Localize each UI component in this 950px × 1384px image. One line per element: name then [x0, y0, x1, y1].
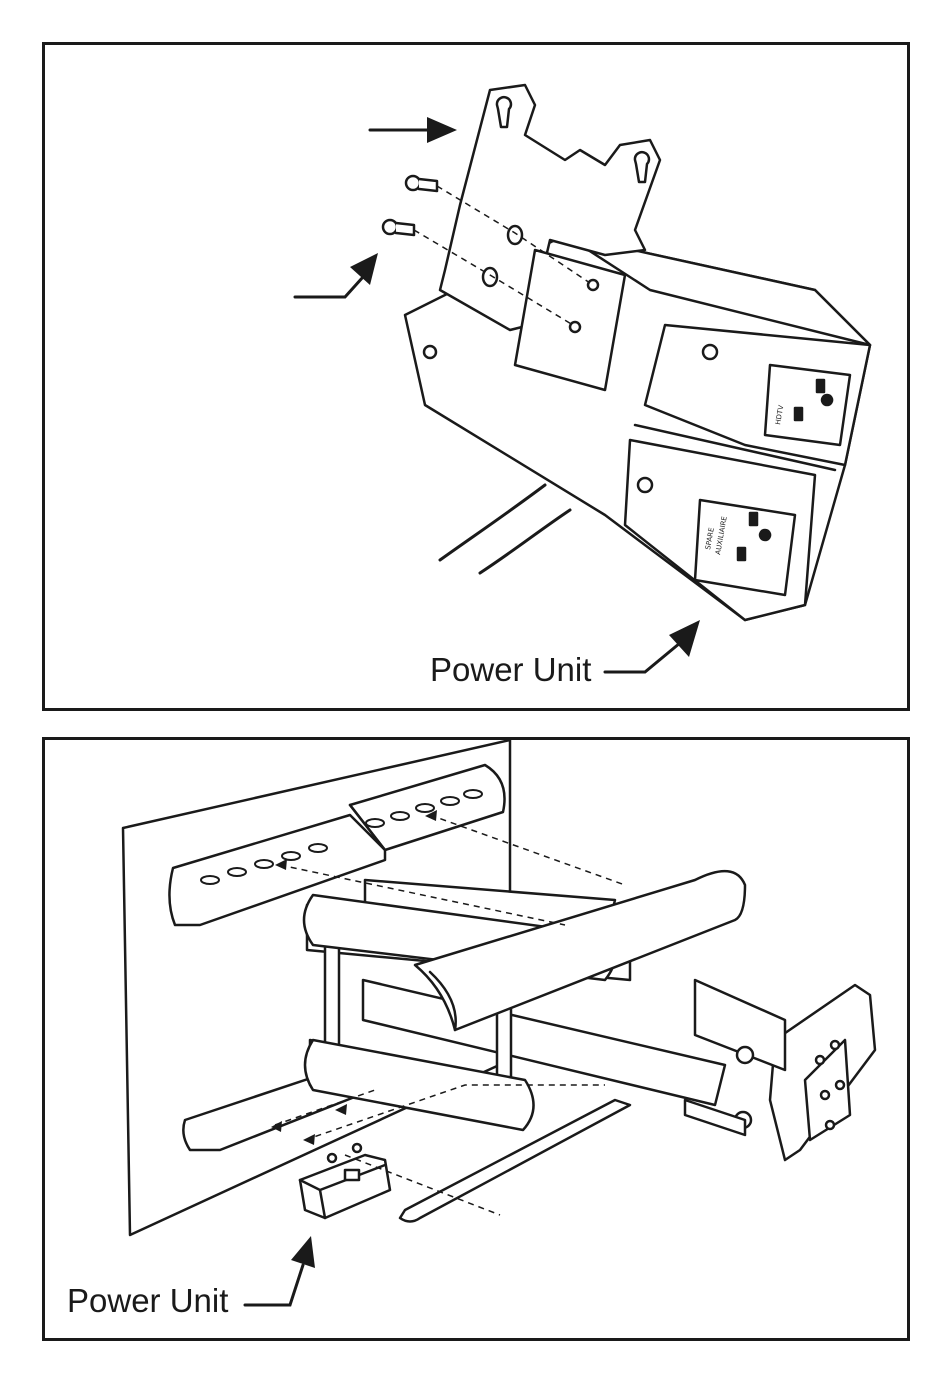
plate-hole — [588, 280, 598, 290]
power-cable — [480, 510, 570, 573]
top-illustration-panel: HDTV SPARE AUXILIAIRE Power Unit — [42, 42, 910, 711]
side-screw — [424, 346, 436, 358]
screw — [406, 176, 437, 191]
outlet-slot — [738, 548, 745, 560]
bracket-hole — [508, 226, 522, 244]
outlet-ground-hole — [822, 395, 832, 405]
outlet-slot — [817, 380, 824, 392]
plate-hole — [570, 322, 580, 332]
outlet-ground-hole — [760, 530, 770, 540]
side-screw — [638, 478, 652, 492]
pointer-arrow — [295, 253, 378, 297]
unit-mounting-plate — [515, 250, 625, 390]
power-unit-callout: Power Unit — [67, 1284, 228, 1317]
pointer-arrow — [370, 117, 457, 143]
power-cable — [440, 485, 545, 560]
bracket-assembly-drawing: HDTV SPARE AUXILIAIRE — [45, 45, 907, 708]
outlet-slot — [795, 408, 802, 420]
power-unit-callout-arrow — [605, 620, 700, 672]
power-unit-callout-arrow — [245, 1236, 315, 1305]
bracket-hole — [483, 268, 497, 286]
screw — [383, 220, 414, 235]
outlet-slot — [750, 513, 757, 525]
bottom-illustration-panel: Power Unit — [42, 737, 910, 1341]
side-screw — [703, 345, 717, 359]
power-unit-callout: Power Unit — [430, 653, 591, 686]
wall-mount-drawing — [45, 740, 907, 1338]
tilt-knob — [737, 1047, 753, 1063]
pivot-post — [325, 930, 339, 1060]
